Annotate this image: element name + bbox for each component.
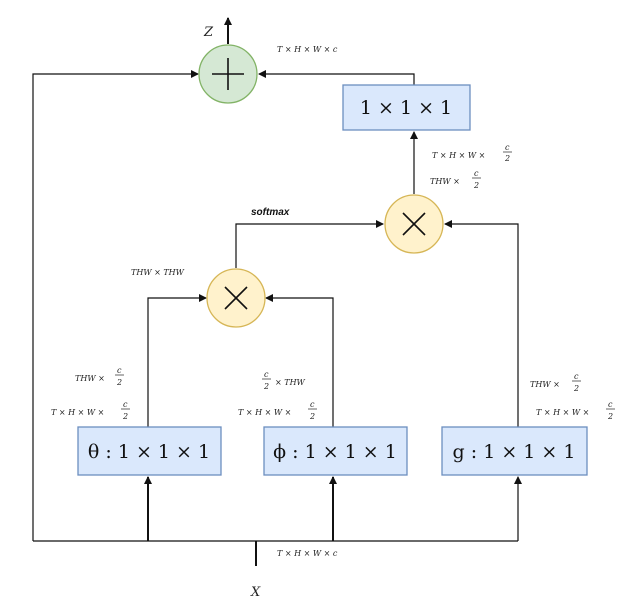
svg-text:× THW: × THW <box>275 378 306 387</box>
svg-text:2: 2 <box>607 412 613 421</box>
svg-text:2: 2 <box>573 384 579 393</box>
svg-text:T × H × W ×: T × H × W × <box>536 408 589 417</box>
theta-conv-box: θ : 1 × 1 × 1 <box>77 426 222 476</box>
svg-text:T × H × W ×: T × H × W × <box>51 408 104 417</box>
phi-conv-box: ϕ : 1 × 1 × 1 <box>263 426 408 476</box>
top-conv-box: 1 × 1 × 1 <box>342 84 471 131</box>
svg-text:THW ×: THW × <box>75 374 105 383</box>
input-dim-label: T × H × W × c <box>277 549 338 558</box>
g-conv-box: g : 1 × 1 × 1 <box>441 426 588 476</box>
svg-text:2: 2 <box>473 181 479 190</box>
svg-text:c: c <box>505 143 510 152</box>
theta-to-mul1 <box>147 294 207 427</box>
mul1-node <box>206 268 266 328</box>
top-conv-label: 1 × 1 × 1 <box>360 97 452 119</box>
g-to-mul2 <box>444 220 519 427</box>
svg-text:c: c <box>264 370 269 379</box>
mul1-output-dim-label: THW × THW <box>131 268 185 277</box>
residual-connection <box>32 70 199 541</box>
svg-text:c: c <box>123 400 128 409</box>
softmax-label: softmax <box>251 207 290 218</box>
add-input-dim-label: T × H × W × c <box>277 45 338 54</box>
phi-conv-label: ϕ : 1 × 1 × 1 <box>273 441 397 463</box>
svg-text:THW ×: THW × <box>430 177 460 186</box>
svg-text:2: 2 <box>122 412 128 421</box>
svg-text:T × H × W ×: T × H × W × <box>432 151 485 160</box>
svg-text:2: 2 <box>504 154 510 163</box>
theta-output-dims: THW × c 2 T × H × W × c 2 <box>51 366 130 421</box>
svg-text:2: 2 <box>116 378 122 387</box>
svg-text:T × H × W ×: T × H × W × <box>238 408 291 417</box>
g-conv-label: g : 1 × 1 × 1 <box>453 441 576 463</box>
g-output-dims: THW × c 2 T × H × W × c 2 <box>530 372 615 421</box>
svg-text:c: c <box>117 366 122 375</box>
svg-text:c: c <box>310 400 315 409</box>
top-box-to-add <box>258 70 415 85</box>
output-variable: Z <box>203 25 214 40</box>
top-box-input-dims: T × H × W × c 2 THW × c 2 <box>430 143 512 190</box>
connections <box>32 17 522 566</box>
add-node <box>198 44 258 104</box>
phi-output-dims: c 2 × THW T × H × W × c 2 <box>238 370 317 421</box>
mul2-node <box>384 194 444 254</box>
svg-text:c: c <box>574 372 579 381</box>
svg-text:2: 2 <box>263 382 269 391</box>
phi-to-mul1 <box>265 294 334 427</box>
svg-text:2: 2 <box>309 412 315 421</box>
input-variable: X <box>250 585 261 600</box>
svg-text:c: c <box>474 169 479 178</box>
svg-text:THW ×: THW × <box>530 380 560 389</box>
mul1-to-mul2 <box>235 220 384 268</box>
theta-conv-label: θ : 1 × 1 × 1 <box>88 441 210 463</box>
svg-text:c: c <box>608 400 613 409</box>
